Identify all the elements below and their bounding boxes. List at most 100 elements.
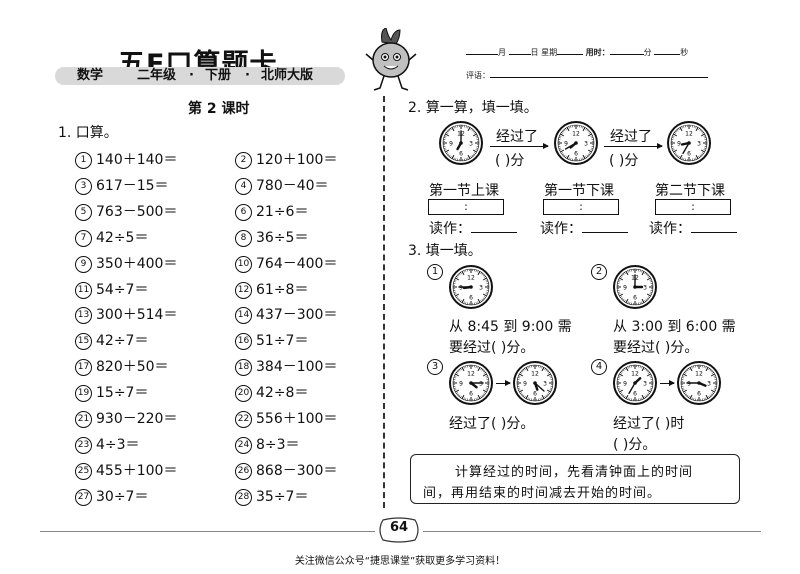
elapsed-label: 经过了 bbox=[496, 129, 538, 145]
svg-text:3: 3 bbox=[697, 141, 701, 148]
q3-item2-line2: 要经过( )分。 bbox=[613, 340, 699, 356]
time-used-label: 用时： bbox=[585, 48, 610, 57]
weekday-blank[interactable] bbox=[557, 54, 584, 55]
svg-text:6: 6 bbox=[469, 295, 473, 302]
month-blank[interactable] bbox=[466, 54, 498, 55]
problem-number: 2 bbox=[235, 152, 252, 169]
arrow-icon bbox=[604, 143, 663, 149]
q3-item1-line1: 从 8:45 到 9:00 需 bbox=[449, 319, 572, 335]
problem-expression: 140＋140＝ bbox=[96, 152, 178, 168]
problem-number: 15 bbox=[75, 333, 92, 351]
read-as-row: 读作： bbox=[429, 218, 517, 238]
svg-text:12: 12 bbox=[685, 131, 693, 138]
minute-blank[interactable] bbox=[609, 54, 644, 55]
term-label: 下册 bbox=[205, 68, 232, 83]
problem-number: 14 bbox=[235, 307, 252, 325]
day-blank[interactable] bbox=[508, 54, 531, 55]
read-blank[interactable] bbox=[582, 232, 628, 233]
svg-text:9: 9 bbox=[459, 381, 463, 388]
svg-text:12: 12 bbox=[695, 371, 703, 378]
digital-time-box[interactable]: : bbox=[428, 199, 504, 215]
subject-label: 数学 bbox=[77, 68, 104, 83]
read-as-row: 读作： bbox=[649, 218, 737, 238]
svg-text:6: 6 bbox=[633, 391, 637, 398]
problem-number: 21 bbox=[75, 411, 92, 428]
digital-time-box[interactable]: : bbox=[655, 199, 731, 215]
problem-expression: 42÷5＝ bbox=[96, 229, 149, 246]
svg-text:12: 12 bbox=[467, 371, 475, 378]
read-blank[interactable] bbox=[691, 232, 737, 233]
minutes-blank[interactable]: ( )分 bbox=[495, 153, 525, 169]
problem-number: 9 bbox=[75, 255, 92, 273]
problem-number: 10 bbox=[235, 255, 252, 273]
problem-expression: 61÷8＝ bbox=[256, 281, 309, 298]
item-number: 1 bbox=[427, 262, 443, 280]
svg-text:9: 9 bbox=[623, 381, 627, 388]
comment-line: 评语： bbox=[466, 70, 708, 81]
problem-expression: 120＋100＝ bbox=[256, 152, 338, 168]
svg-text:9: 9 bbox=[687, 381, 691, 388]
separator-dot: · bbox=[189, 68, 194, 83]
svg-text:12: 12 bbox=[572, 131, 580, 138]
q3-item2-line1: 从 3:00 到 6:00 需 bbox=[613, 319, 736, 335]
q3-item1-line2: 要经过( )分。 bbox=[449, 340, 535, 356]
problem-number: 3 bbox=[75, 177, 92, 195]
svg-text:3: 3 bbox=[643, 285, 647, 292]
comment-label: 评语： bbox=[466, 71, 490, 80]
label-class1-start: 第一节上课 bbox=[429, 183, 499, 199]
footer-note: 关注微信公众号“捷思课堂”获取更多学习资料！ bbox=[294, 556, 506, 567]
elapsed-label: 经过了 bbox=[610, 129, 652, 145]
clock-start-icon: 12 369 bbox=[449, 361, 493, 405]
problem-number: 24 bbox=[235, 436, 252, 454]
svg-text:3: 3 bbox=[479, 381, 483, 388]
svg-text:6: 6 bbox=[687, 151, 691, 158]
q3-title: 3. 填一填。 bbox=[408, 243, 482, 259]
second-blank[interactable] bbox=[654, 54, 681, 55]
svg-text:9: 9 bbox=[677, 141, 681, 148]
read-blank[interactable] bbox=[471, 232, 517, 233]
footer-rule bbox=[40, 531, 375, 532]
q3-item3-line1: 经过了( )分。 bbox=[449, 416, 535, 432]
read-as-row: 读作： bbox=[540, 218, 628, 238]
svg-text:3: 3 bbox=[584, 141, 588, 148]
tip-line2: 间，再用结束的时间减去开始的时间。 bbox=[423, 486, 662, 501]
problem-expression: 868－300＝ bbox=[256, 462, 338, 479]
grade-label: 二年级 bbox=[137, 68, 177, 83]
svg-text:3: 3 bbox=[479, 285, 483, 292]
svg-text:6: 6 bbox=[533, 391, 537, 398]
problem-expression: 820＋50＝ bbox=[96, 359, 169, 376]
problem-expression: 15÷7＝ bbox=[96, 385, 149, 402]
arrow-icon bbox=[660, 380, 675, 386]
svg-text:6: 6 bbox=[633, 295, 637, 302]
problem-expression: 51÷7＝ bbox=[256, 333, 309, 350]
subject-bar: 数学 二年级 · 下册 · 北师大版 bbox=[55, 67, 345, 85]
digital-time-box[interactable]: : bbox=[543, 199, 619, 215]
month-label: 月 bbox=[498, 48, 506, 57]
svg-text:9: 9 bbox=[449, 141, 453, 148]
svg-text:6: 6 bbox=[469, 391, 473, 398]
comment-blank[interactable] bbox=[490, 77, 708, 78]
problem-number: 13 bbox=[75, 307, 92, 325]
problem-number: 25 bbox=[75, 462, 92, 480]
svg-text:12: 12 bbox=[631, 371, 639, 378]
svg-text:9: 9 bbox=[459, 285, 463, 292]
minutes-blank[interactable]: ( )分 bbox=[609, 153, 639, 169]
svg-text:9: 9 bbox=[623, 285, 627, 292]
